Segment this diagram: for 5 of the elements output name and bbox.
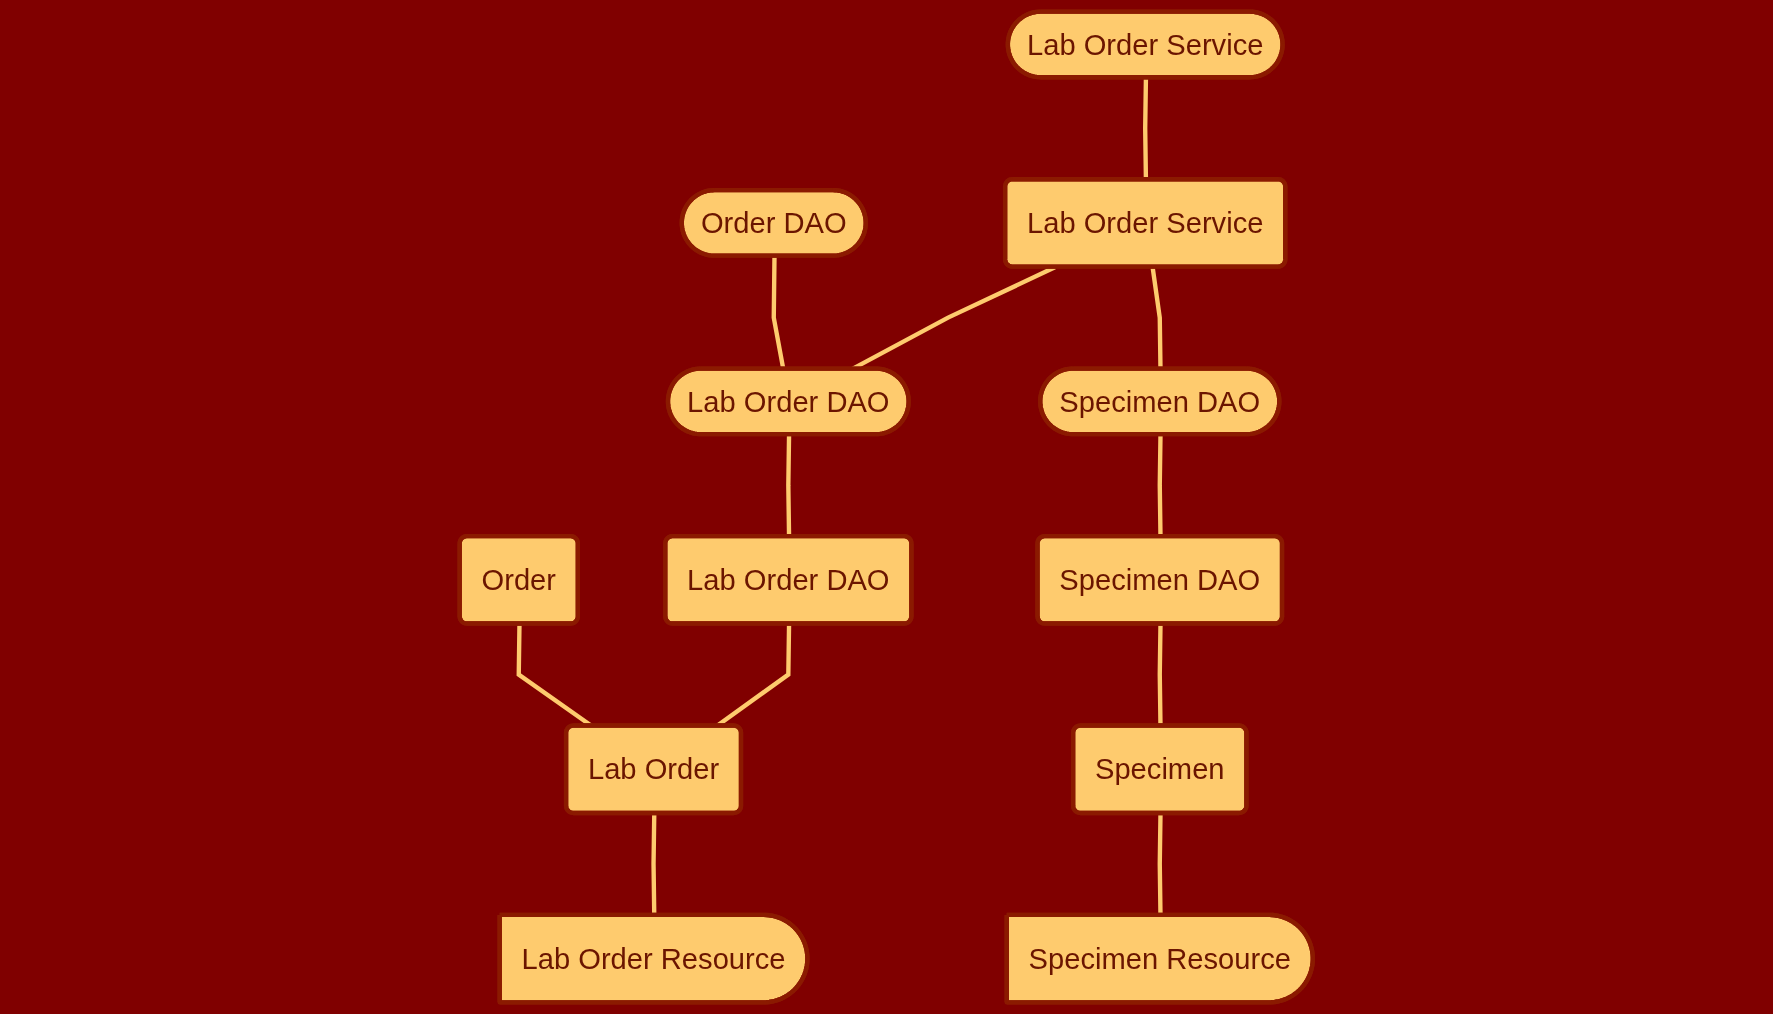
connector — [1143, 77, 1149, 180]
connector — [1157, 434, 1163, 537]
connector — [1157, 813, 1163, 916]
connector — [786, 434, 792, 537]
connector — [651, 813, 657, 916]
